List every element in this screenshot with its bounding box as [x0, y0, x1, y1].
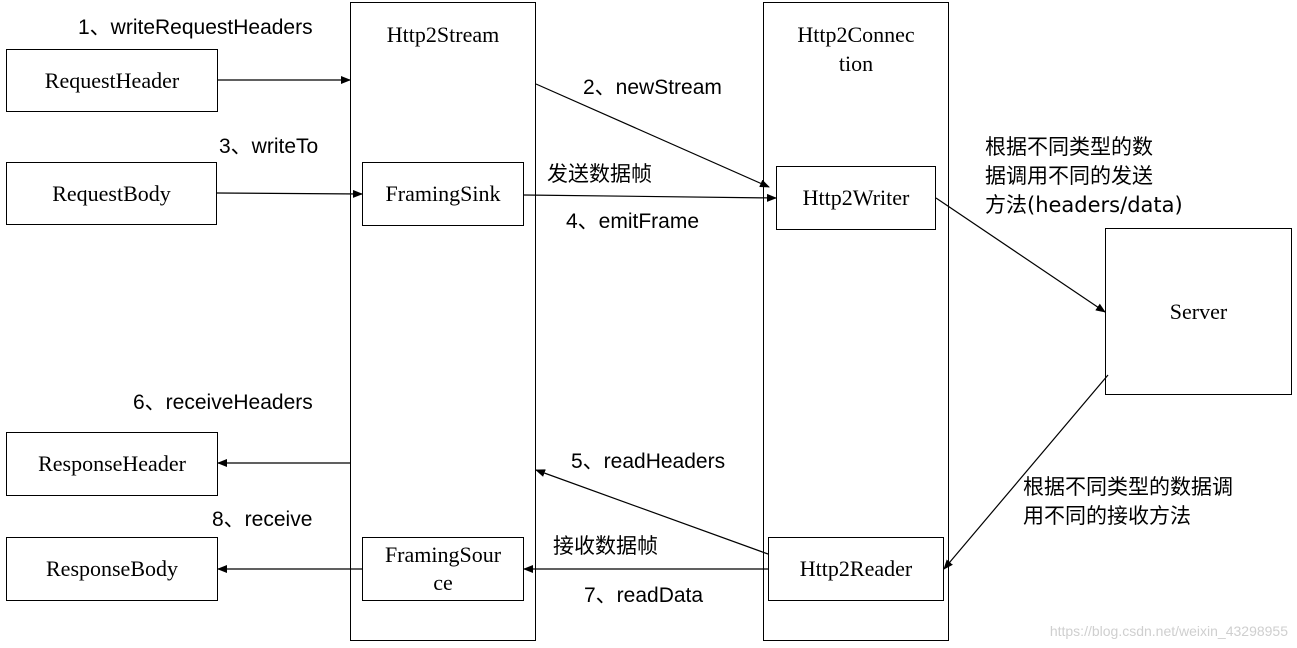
label-write-request-headers: 1、writeRequestHeaders	[78, 16, 313, 39]
note-writer-line2: 据调用不同的发送	[985, 164, 1153, 188]
label-receive-headers: 6、receiveHeaders	[133, 391, 313, 414]
label-write-to: 3、writeTo	[219, 135, 319, 158]
http2-connection-column: Http2Connec tion	[763, 2, 949, 641]
http2-connection-title-line2: tion	[838, 51, 874, 76]
request-header-box: RequestHeader	[6, 49, 218, 112]
response-header-box: ResponseHeader	[6, 432, 218, 496]
arrow-new-stream	[535, 83, 770, 188]
http2-connection-title-line1: Http2Connec	[797, 22, 915, 47]
label-receive-frame: 接收数据帧	[553, 535, 658, 558]
framing-sink-box: FramingSink	[362, 162, 524, 226]
label-read-headers: 5、readHeaders	[571, 450, 726, 473]
request-body-box: RequestBody	[6, 162, 217, 225]
label-send-frame: 发送数据帧	[547, 163, 652, 186]
arrow-write-to	[216, 189, 363, 198]
http2-stream-title: Http2Stream	[386, 22, 500, 47]
note-writer-line3: 方法(headers/data)	[985, 193, 1183, 217]
server-box: Server	[1105, 228, 1292, 395]
label-read-data: 7、readData	[584, 584, 704, 607]
note-server-to-reader: 根据不同类型的数据调 用不同的接收方法	[1023, 473, 1233, 531]
framing-source-line2: ce	[433, 570, 453, 595]
http2-stream-column: Http2Stream	[350, 2, 536, 641]
arrow-emit-frame	[523, 193, 777, 202]
label-new-stream: 2、newStream	[583, 76, 722, 99]
http2-writer-box: Http2Writer	[776, 166, 936, 230]
note-writer-to-server: 根据不同类型的数 据调用不同的发送 方法(headers/data)	[985, 133, 1183, 220]
note-reader-line1: 根据不同类型的数据调	[1023, 475, 1233, 499]
label-emit-frame: 4、emitFrame	[566, 210, 700, 233]
note-reader-line2: 用不同的接收方法	[1023, 504, 1191, 528]
framing-source-line1: FramingSour	[384, 542, 502, 567]
response-body-box: ResponseBody	[6, 537, 218, 601]
framing-source-box: FramingSour ce	[362, 537, 524, 601]
label-receive: 8、receive	[212, 508, 313, 531]
http2-reader-box: Http2Reader	[768, 537, 944, 601]
watermark: https://blog.csdn.net/weixin_43298955	[1049, 623, 1288, 639]
arrow-server-to-reader	[943, 374, 1109, 570]
note-writer-line1: 根据不同类型的数	[985, 135, 1153, 159]
arrow-read-headers	[535, 469, 769, 555]
arrow-writer-to-server	[935, 197, 1106, 313]
